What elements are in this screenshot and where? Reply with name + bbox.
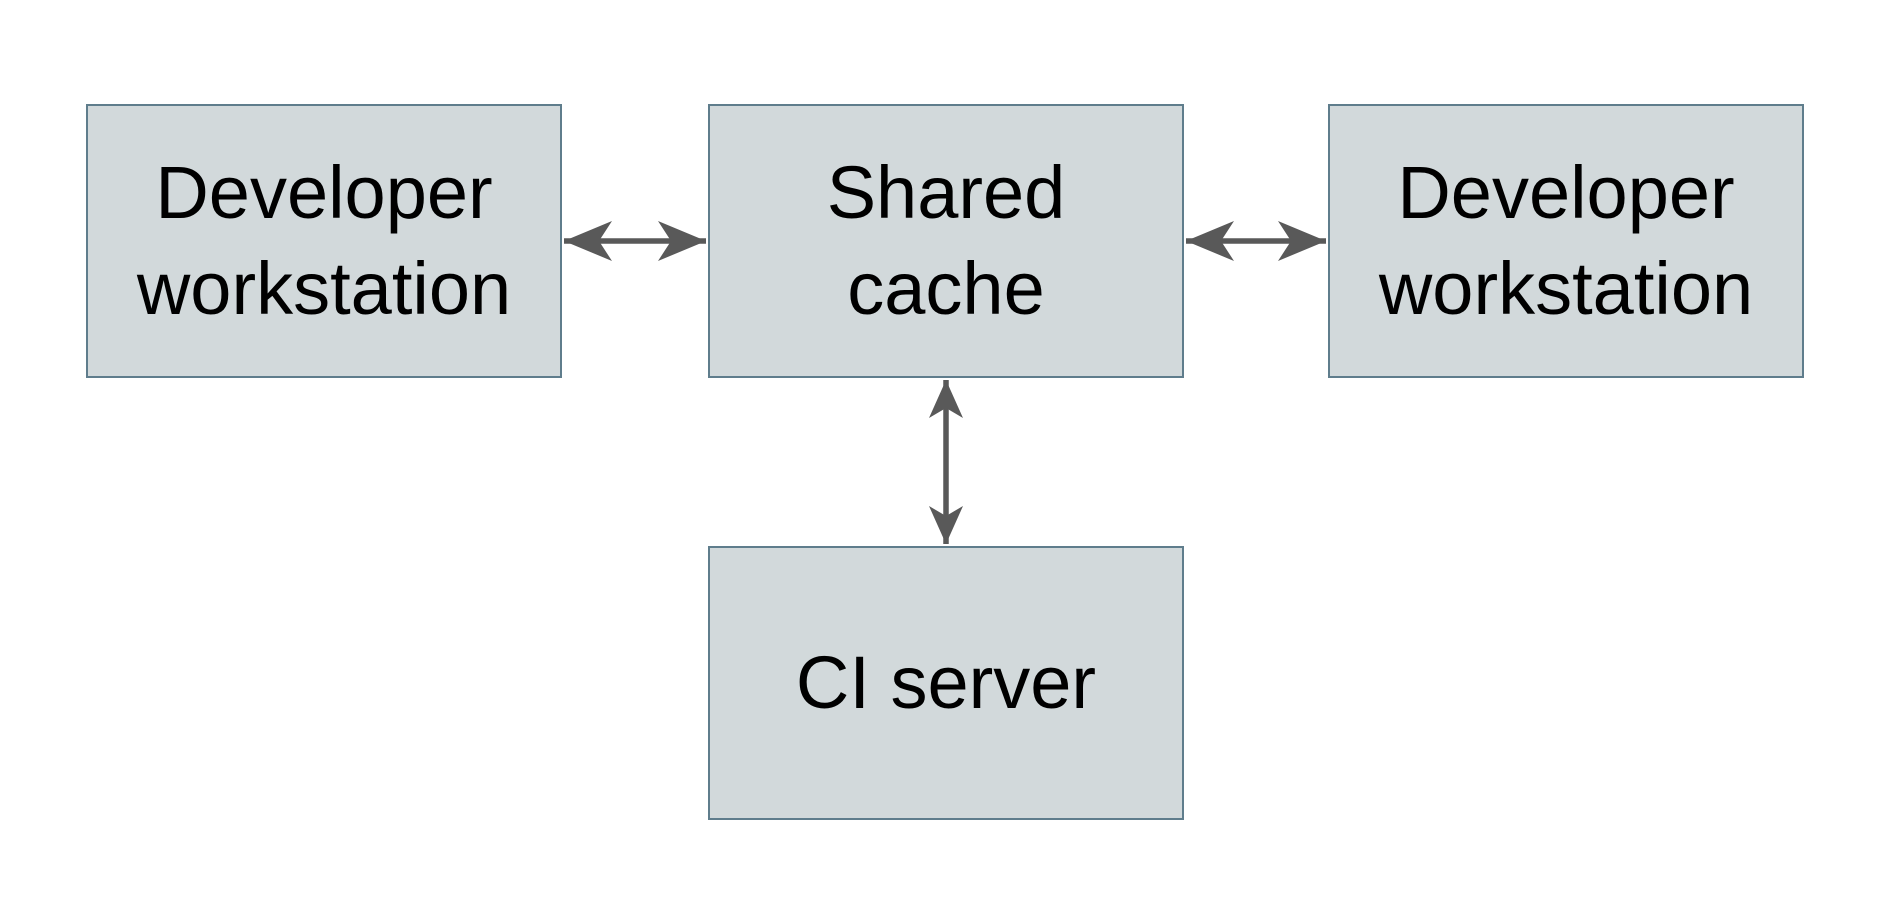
node-developer-workstation-left: Developer workstation bbox=[86, 104, 562, 378]
node-label-line: workstation bbox=[1378, 247, 1754, 330]
node-label-line: Shared bbox=[826, 151, 1066, 234]
node-shared-cache: Shared cache bbox=[708, 104, 1184, 378]
node-label-line: cache bbox=[847, 247, 1045, 330]
node-label-line: Developer bbox=[1397, 151, 1735, 234]
node-ci-server: CI server bbox=[708, 546, 1184, 820]
node-label-line: CI server bbox=[795, 641, 1097, 724]
node-label-line: workstation bbox=[136, 247, 512, 330]
node-developer-workstation-right: Developer workstation bbox=[1328, 104, 1804, 378]
node-label-line: Developer bbox=[155, 151, 493, 234]
